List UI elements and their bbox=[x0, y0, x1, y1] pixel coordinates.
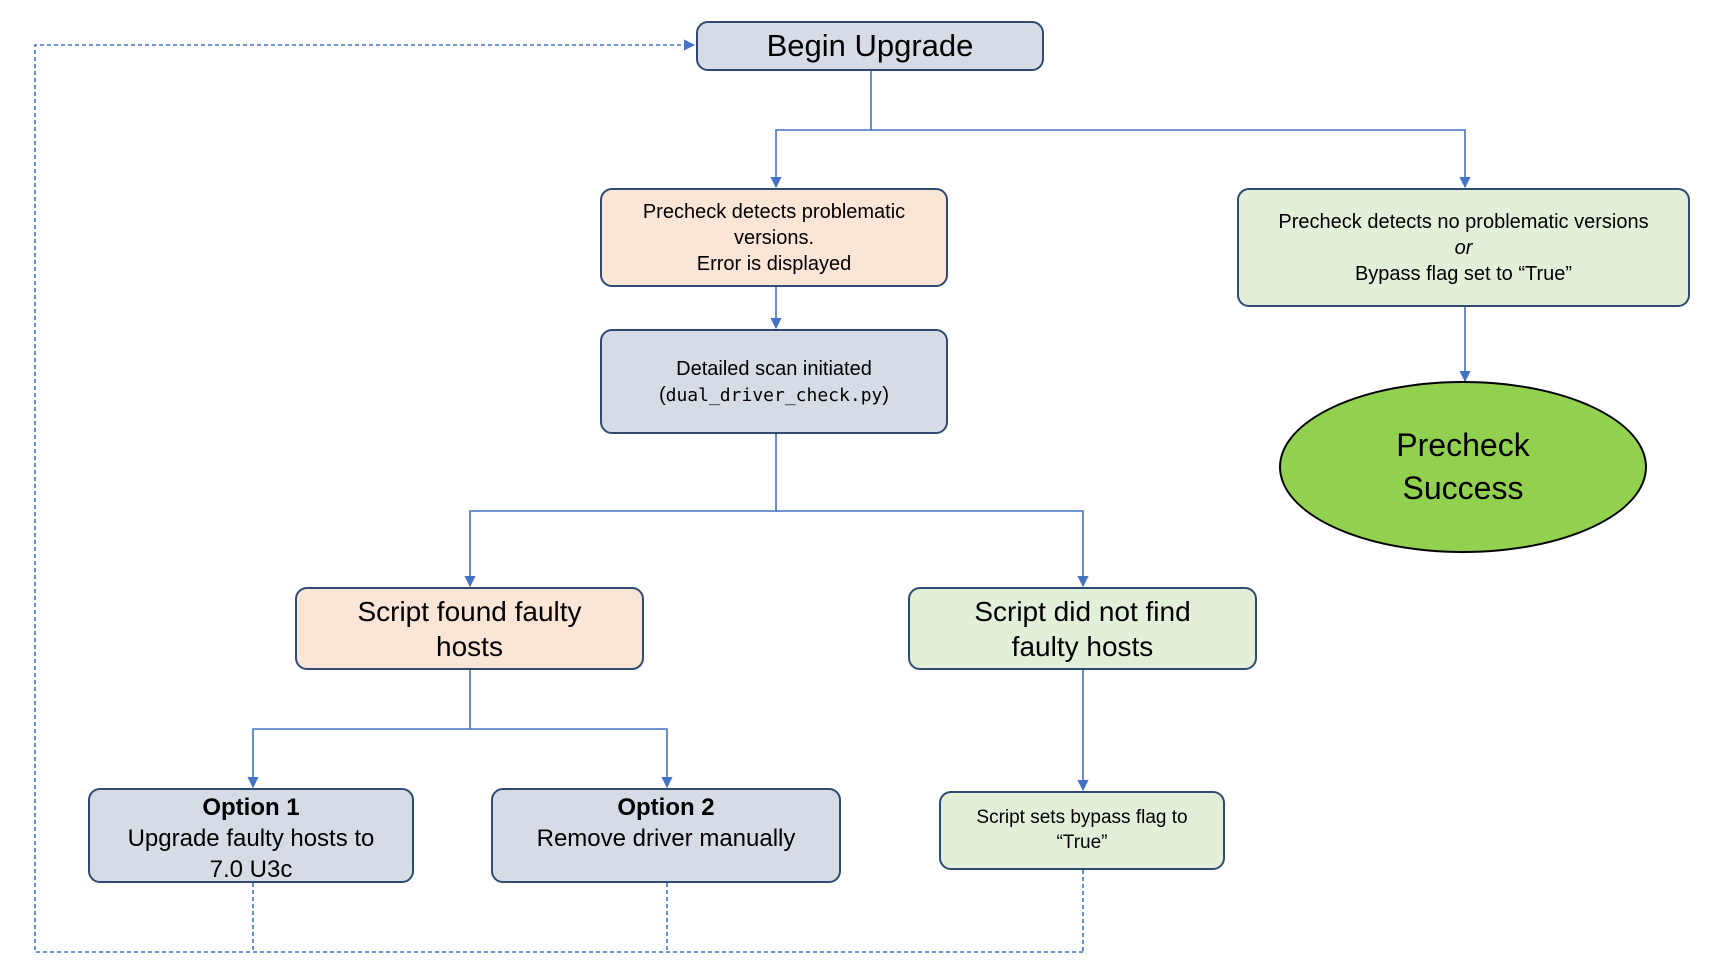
precheck-problem-line2: versions. bbox=[733, 226, 815, 249]
option2-node: Option 2 Remove driver manually bbox=[491, 788, 841, 883]
script-not-found-line2: faulty hosts bbox=[1011, 630, 1154, 662]
precheck-ok-line1: Precheck detects no problematic versions bbox=[1278, 210, 1649, 233]
precheck-success-node: Precheck Success bbox=[1279, 381, 1647, 553]
script-found-line1: Script found faulty bbox=[357, 595, 582, 627]
option1-line1: Upgrade faulty hosts to bbox=[127, 825, 375, 853]
precheck-ok-line3: Bypass flag set to “True” bbox=[1354, 262, 1573, 285]
detailed-scan-line2: (dual_driver_check.py) bbox=[659, 382, 889, 408]
script-not-found-line1: Script did not find bbox=[974, 595, 1191, 627]
scan-script-name: dual_driver_check.py bbox=[665, 384, 883, 406]
detailed-scan-line1: Detailed scan initiated bbox=[676, 357, 872, 380]
option2-title: Option 2 bbox=[617, 794, 715, 821]
connector-scan-found bbox=[464, 434, 777, 588]
loop-return bbox=[34, 39, 1083, 953]
precheck-success-line1: Precheck bbox=[1396, 426, 1530, 463]
detailed-scan-node: Detailed scan initiated (dual_driver_che… bbox=[600, 329, 948, 434]
precheck-problem-line3: Error is displayed bbox=[696, 252, 852, 275]
script-found-node: Script found faulty hosts bbox=[295, 587, 644, 670]
script-found-line2: hosts bbox=[436, 630, 503, 662]
precheck-problem-line1: Precheck detects problematic bbox=[642, 200, 906, 223]
option1-node: Option 1 Upgrade faulty hosts to 7.0 U3c bbox=[88, 788, 414, 883]
begin-upgrade-node: Begin Upgrade bbox=[696, 21, 1044, 71]
bypass-flag-line1: Script sets bypass flag to bbox=[976, 806, 1188, 828]
connector-begin-ok bbox=[871, 129, 1471, 189]
script-not-found-node: Script did not find faulty hosts bbox=[908, 587, 1257, 670]
scan-close-paren: ) bbox=[882, 383, 890, 406]
connector-found-option1 bbox=[247, 670, 471, 789]
begin-upgrade-label: Begin Upgrade bbox=[766, 27, 974, 63]
connector-begin-split bbox=[770, 71, 872, 189]
precheck-problem-node: Precheck detects problematic versions. E… bbox=[600, 188, 948, 287]
option1-line2: 7.0 U3c bbox=[209, 856, 293, 884]
precheck-ok-node: Precheck detects no problematic versions… bbox=[1237, 188, 1690, 307]
precheck-ok-or: or bbox=[1454, 236, 1473, 259]
option2-line1: Remove driver manually bbox=[536, 825, 796, 853]
scan-open-paren: ( bbox=[658, 383, 666, 406]
connector-scan-notfound bbox=[776, 510, 1089, 588]
bypass-flag-node: Script sets bypass flag to “True” bbox=[939, 791, 1225, 870]
bypass-flag-line2: “True” bbox=[1056, 831, 1108, 853]
precheck-success-line2: Success bbox=[1402, 470, 1524, 506]
option1-title: Option 1 bbox=[202, 794, 300, 821]
connector-found-option2 bbox=[470, 728, 673, 789]
